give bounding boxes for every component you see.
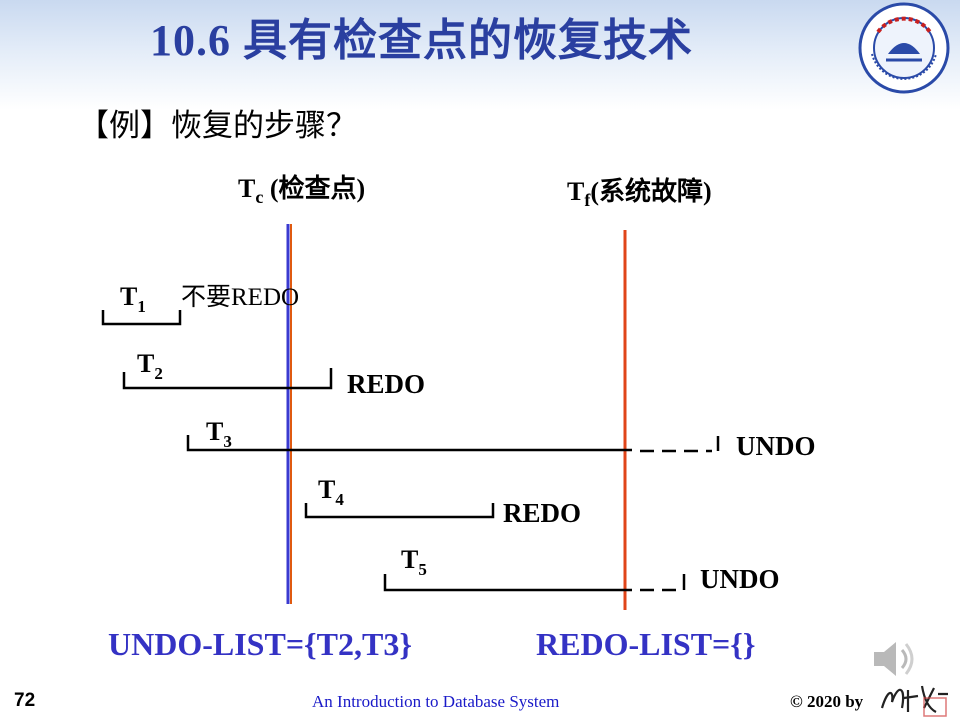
svg-text:T1: T1 <box>120 282 146 316</box>
checkpoint-label: Tc (检查点) <box>238 173 365 207</box>
transaction-t2: T2 REDO <box>122 349 425 399</box>
failure-label: Tf(系统故障) <box>567 176 712 210</box>
slide-title: 10.6 具有检查点的恢复技术 <box>150 16 693 65</box>
signature-stamp-icon <box>880 685 948 717</box>
svg-text:T4: T4 <box>318 475 344 509</box>
t2-action: REDO <box>347 369 425 399</box>
transaction-t5: T5 UNDO <box>383 545 780 594</box>
transaction-t1: T1 不要REDO <box>101 282 299 326</box>
svg-text:T3: T3 <box>206 417 232 451</box>
transaction-t3: T3 UNDO <box>186 417 816 461</box>
page-number: 72 <box>14 690 36 711</box>
svg-text:T5: T5 <box>401 545 427 579</box>
copyright-text: © 2020 by <box>790 692 864 711</box>
t5-action: UNDO <box>700 564 780 594</box>
speaker-icon[interactable] <box>868 636 918 682</box>
t3-action: UNDO <box>736 431 816 461</box>
svg-text:T2: T2 <box>137 349 163 383</box>
university-logo-icon <box>858 2 950 94</box>
transaction-t4: T4 REDO <box>304 475 581 528</box>
redo-list: REDO-LIST={} <box>536 626 756 662</box>
undo-list: UNDO-LIST={T2,T3} <box>108 626 412 662</box>
book-title: An Introduction to Database System <box>312 692 560 711</box>
t4-action: REDO <box>503 498 581 528</box>
t1-note: 不要REDO <box>181 284 299 311</box>
example-question: 【例】恢复的步骤？ <box>78 108 357 143</box>
slide-header-background <box>0 0 960 110</box>
